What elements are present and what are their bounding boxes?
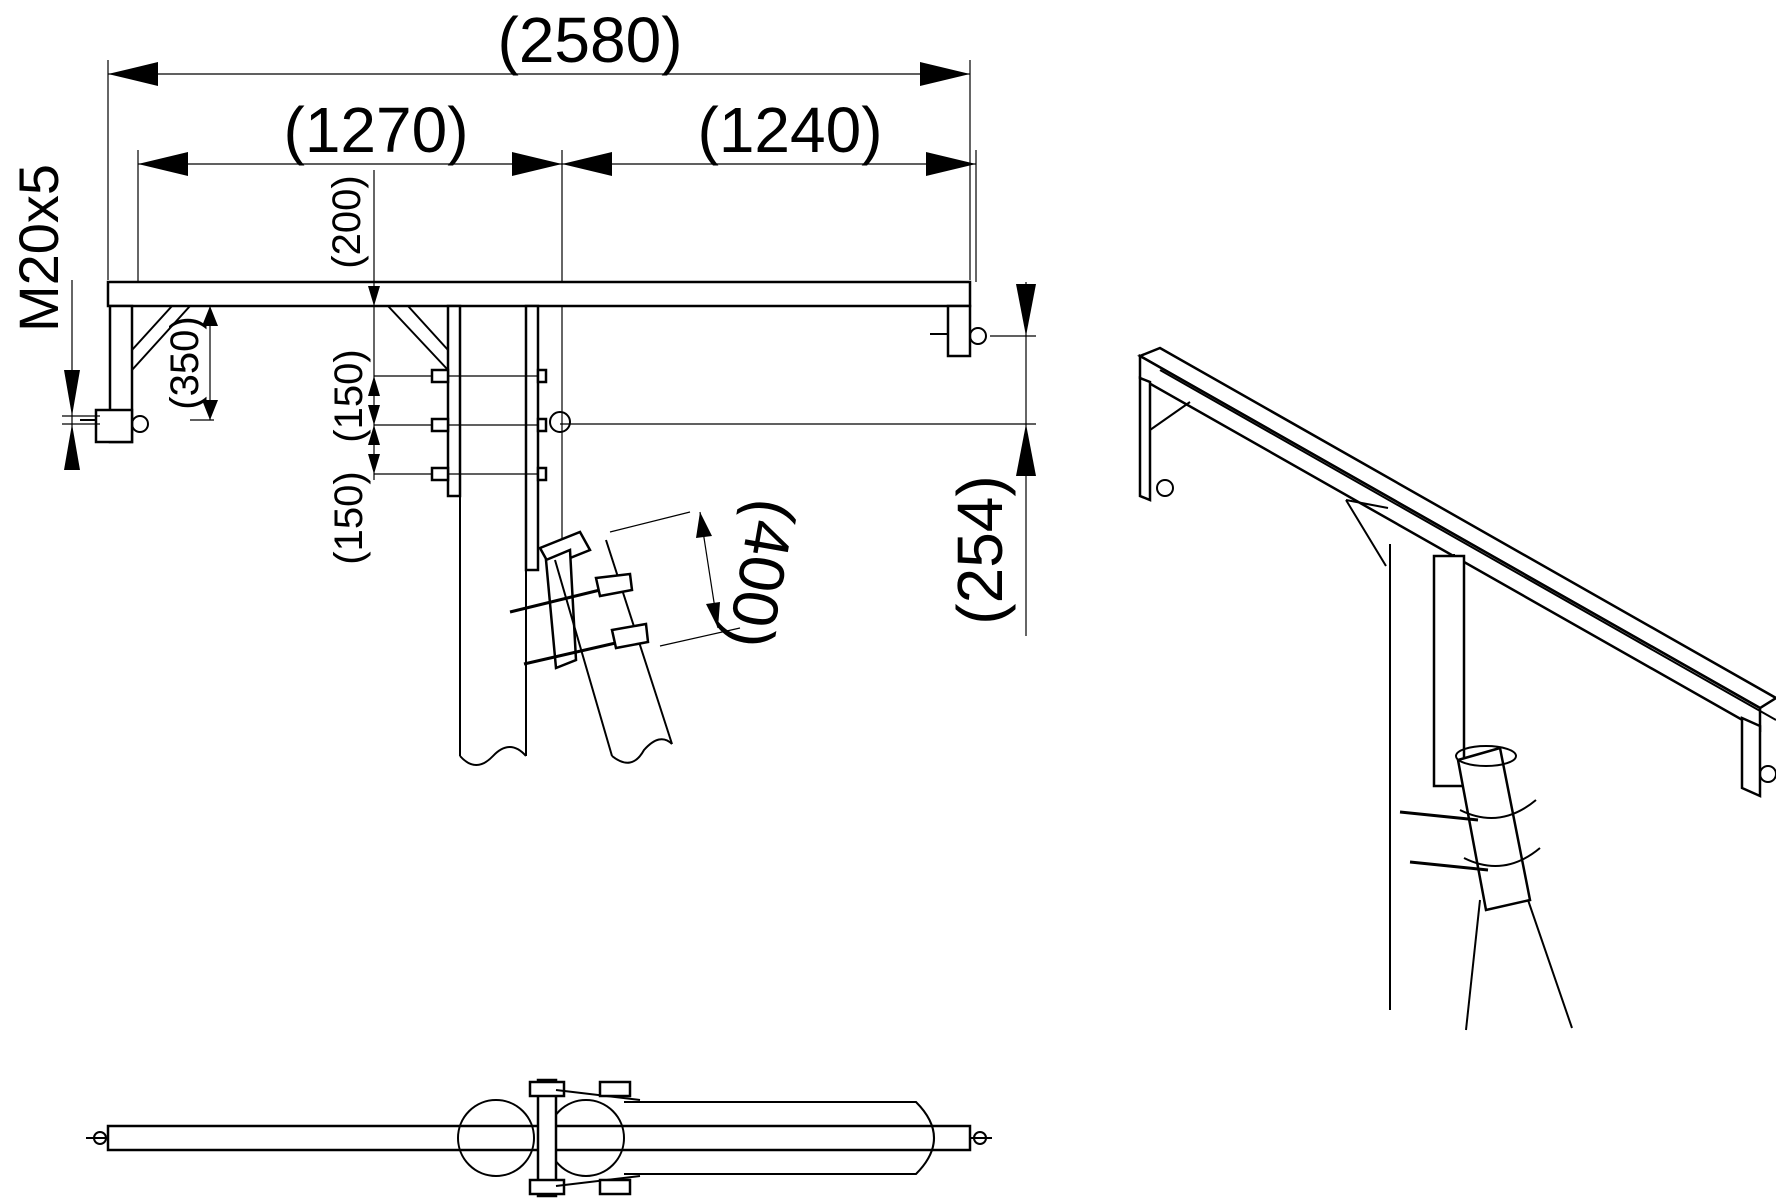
thread-spec-label: M20x5 bbox=[7, 164, 70, 332]
thread-spec-callout: M20x5 bbox=[7, 164, 100, 470]
dimension-label-bolt-spacing-1: (150) bbox=[327, 349, 371, 442]
dimension-label-bracket-height: (350) bbox=[163, 316, 207, 409]
bolt-rows: (150) (150) bbox=[327, 349, 571, 565]
vertical-pole bbox=[459, 496, 527, 766]
dimension-drop-height: (254) bbox=[560, 282, 1036, 636]
dimension-label-clamp-spacing: (400) bbox=[713, 494, 810, 654]
top-view bbox=[86, 1078, 992, 1198]
dimension-label-overall-width: (2580) bbox=[498, 4, 683, 76]
dimension-label-offset-top: (200) bbox=[325, 175, 369, 268]
dimension-spans: (1270) (1240) bbox=[137, 94, 977, 580]
dimension-offset-top: (200) bbox=[325, 170, 380, 480]
cross-arm-beam bbox=[106, 280, 972, 308]
dimension-bracket-height: (350) bbox=[163, 305, 218, 421]
dimension-label-bolt-spacing-2: (150) bbox=[327, 471, 371, 564]
dimension-label-drop-height: (254) bbox=[944, 475, 1016, 624]
dimension-label-right-span: (1240) bbox=[698, 94, 883, 166]
dimension-label-left-span: (1270) bbox=[284, 94, 469, 166]
center-brace bbox=[387, 304, 540, 572]
tilted-pole-clamp: (400) bbox=[509, 494, 810, 764]
isometric-view bbox=[1137, 346, 1776, 1031]
left-bracket bbox=[80, 304, 191, 444]
front-view: (2580) (1270) (1240) bbox=[7, 4, 1036, 766]
dimension-overall-width: (2580) bbox=[107, 4, 971, 280]
right-hook bbox=[930, 304, 987, 358]
